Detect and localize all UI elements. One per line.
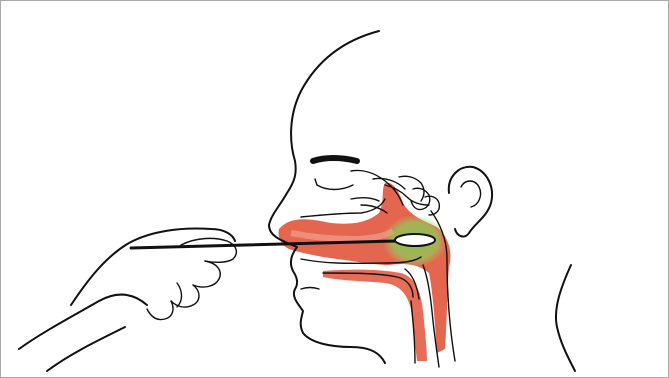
neck-outline: [556, 265, 575, 371]
ear: [449, 167, 492, 237]
eye: [315, 179, 353, 190]
hand: [19, 229, 236, 371]
head-outline: [269, 31, 385, 363]
eyebrow: [313, 158, 357, 161]
